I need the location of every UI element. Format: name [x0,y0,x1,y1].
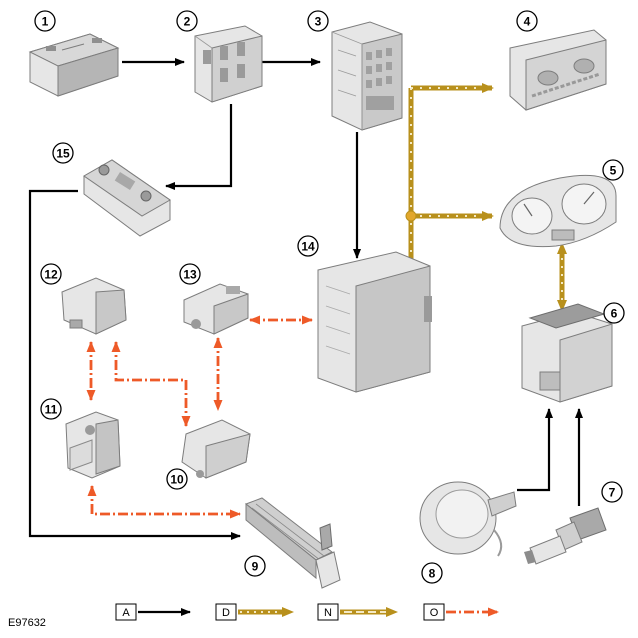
svg-text:5: 5 [610,164,617,178]
gold-link-cluster-module [557,242,567,312]
figure-reference: E97632 [8,617,46,629]
control-module-icon [521,303,613,403]
fuse-box-icon [194,25,263,103]
svg-text:12: 12 [44,268,58,282]
connections [28,58,583,540]
legend-item-o: O [423,603,499,621]
wire-sensor8-to-module6 [517,408,553,492]
svg-text:10: 10 [170,473,184,487]
temperature-sensor-icon [524,507,607,565]
callout-7: 7 [601,481,623,503]
legend-item-a: A [115,603,191,621]
callout-2: 2 [176,10,198,32]
radiator-icon [245,497,341,589]
svg-text:9: 9 [252,560,259,574]
svg-text:N: N [324,607,332,619]
legend: A D N O [115,603,499,621]
callout-8: 8 [421,562,443,584]
svg-text:13: 13 [183,268,197,282]
callout-10: 10 [166,468,188,490]
orange-links [86,315,313,519]
gold-bus [405,83,494,282]
svg-text:14: 14 [301,240,315,254]
control-panel-icon [509,29,607,111]
callout-14: 14 [297,235,319,257]
svg-text:1: 1 [42,15,49,29]
callout-12: 12 [40,263,62,285]
legend-item-d: D [215,603,294,621]
central-junction-box-icon [331,21,403,131]
sensor-pad-icon [419,481,517,557]
callout-6: 6 [603,302,625,324]
svg-text:6: 6 [611,307,618,321]
actuator-icon [61,277,127,335]
svg-text:O: O [430,607,439,619]
svg-text:A: A [122,607,130,619]
callout-11: 11 [40,398,62,420]
actuator-icon [65,411,121,479]
callout-3: 3 [307,10,329,32]
svg-text:7: 7 [609,486,616,500]
callout-9: 9 [244,555,266,577]
svg-text:15: 15 [56,147,70,161]
actuator-icon [181,419,251,479]
mega-fuse-icon [83,159,171,237]
svg-text:8: 8 [429,567,436,581]
legend-item-n: N [317,603,398,621]
callout-labels: 1 2 3 4 5 6 7 8 9 10 11 12 13 14 15 [34,10,625,584]
callout-15: 15 [52,142,74,164]
callout-4: 4 [516,10,538,32]
battery-icon [28,33,120,97]
svg-text:3: 3 [315,15,322,29]
wire-fusebox-to-megafuse [165,104,233,190]
callout-13: 13 [179,263,201,285]
callout-5: 5 [602,159,624,181]
svg-text:4: 4 [524,15,531,29]
svg-text:11: 11 [45,403,58,417]
callout-1: 1 [34,10,56,32]
svg-text:D: D [222,607,230,619]
svg-text:2: 2 [184,15,191,29]
wire-megafuse-to-radiator [28,189,241,540]
heater-control-module-icon [317,251,432,393]
actuator-icon [183,283,249,335]
instrument-cluster-icon [499,174,617,248]
